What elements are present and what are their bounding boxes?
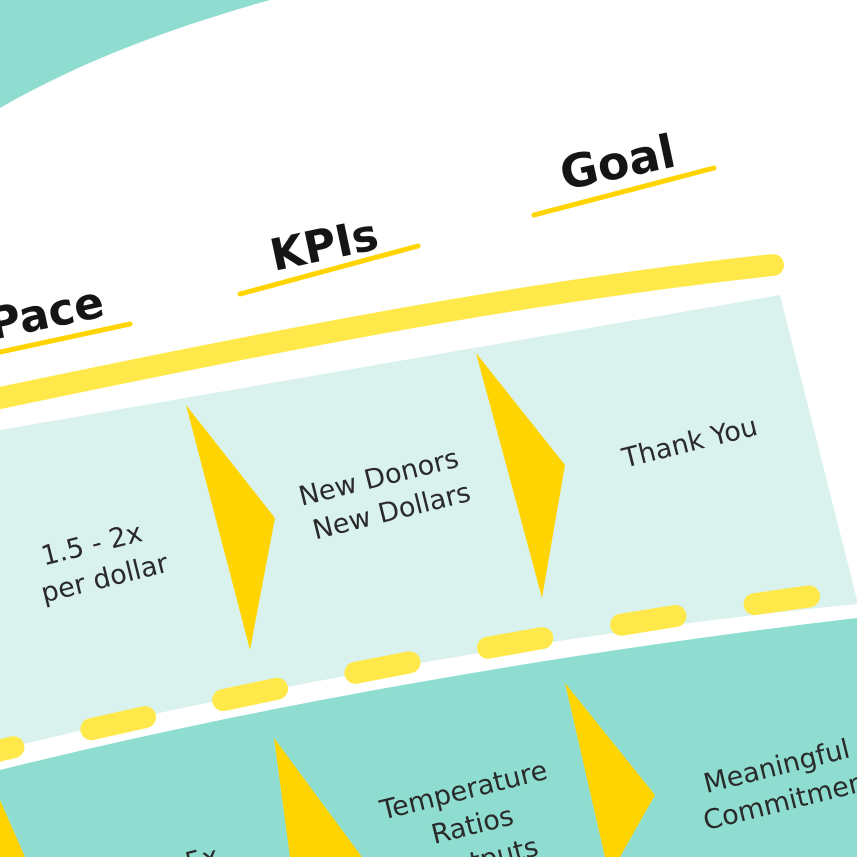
row2-arrow-left [0, 800, 25, 857]
kpis-underline [237, 243, 421, 297]
dashed-wave [0, 579, 857, 762]
pace-underline [0, 321, 133, 355]
goal-underline [531, 165, 717, 218]
row1-arrow-1 [186, 405, 275, 650]
row2-arrow-2 [565, 683, 655, 857]
top-teal-arc [0, 0, 270, 108]
header-kpis: KPIs [266, 209, 383, 282]
top-wave [0, 254, 784, 409]
row1-band [0, 295, 857, 750]
header-goal: Goal [555, 124, 680, 201]
row2-arrow-1 [274, 738, 362, 857]
row1-arrow-2 [476, 353, 565, 598]
